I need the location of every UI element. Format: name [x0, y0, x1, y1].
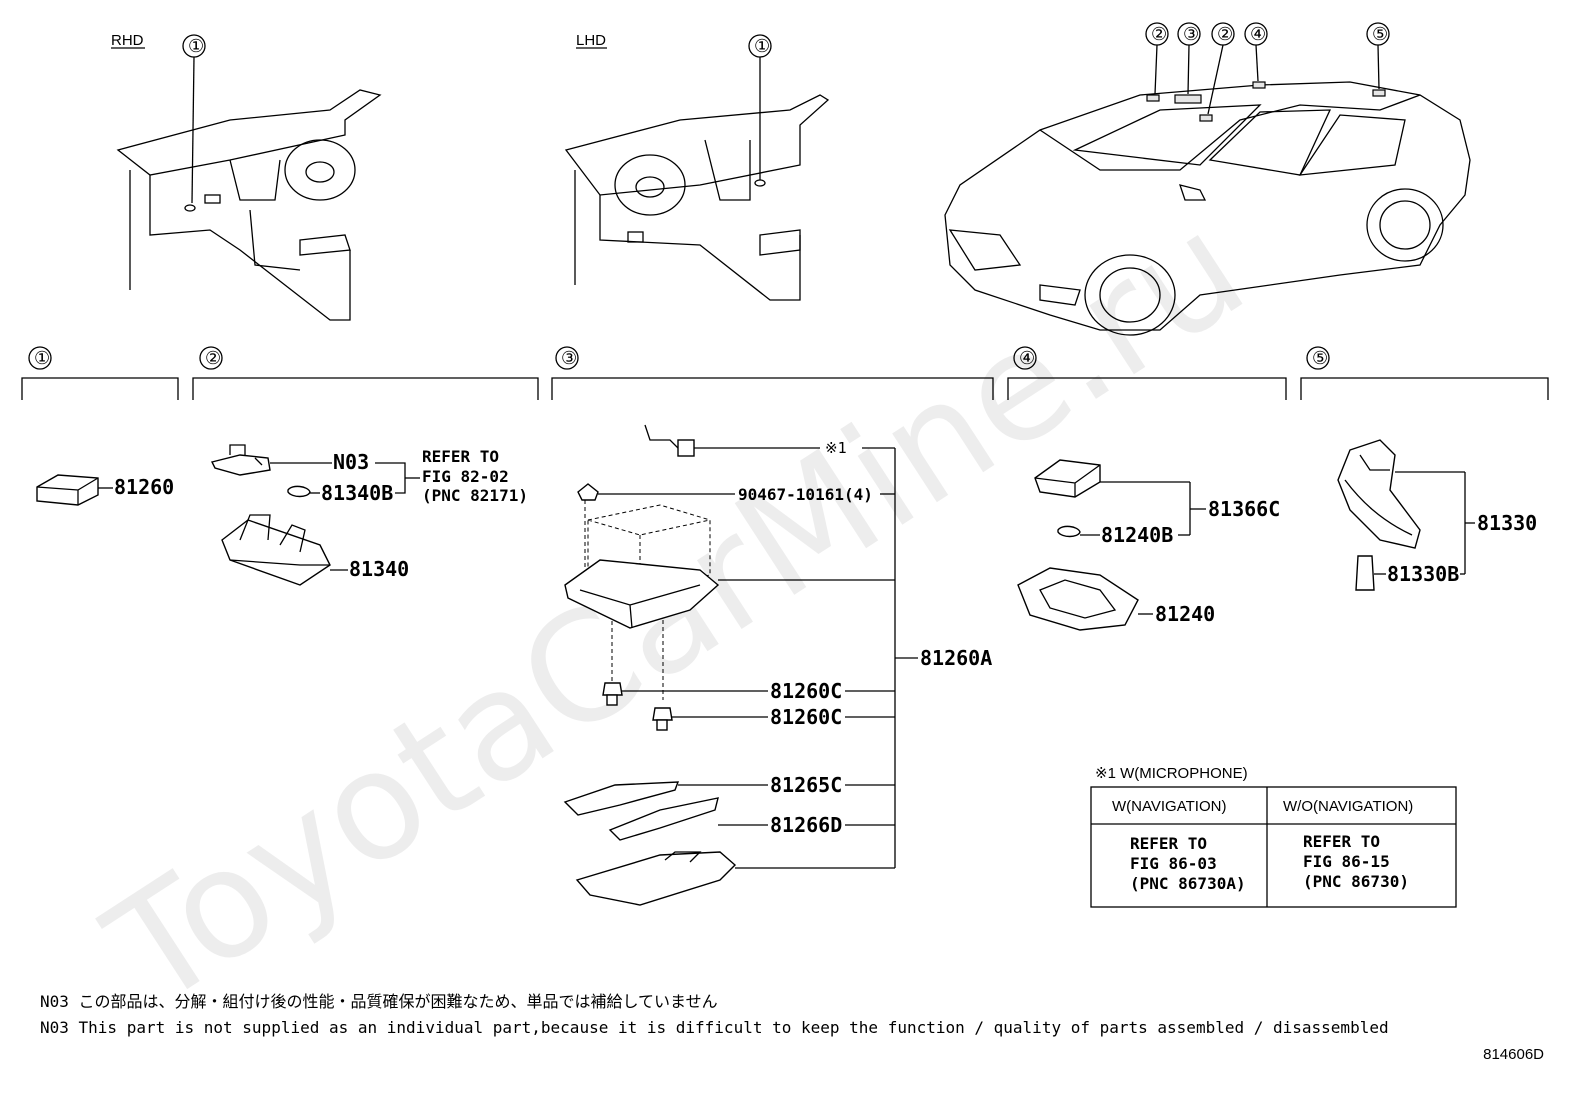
part-label-81260: 81260 — [114, 475, 174, 499]
part-label-81366C: 81366C — [1208, 497, 1280, 521]
note-english: N03 This part is not supplied as an indi… — [40, 1018, 1389, 1037]
part-label-n03: N03 — [333, 450, 369, 474]
section-5-marker: ⑤ — [1312, 348, 1328, 369]
car-callouts: ② ③ ② ④ ⑤ — [1145, 22, 1390, 115]
table-cell-without-nav-line-3: (PNC 86730) — [1303, 872, 1409, 891]
table-header-with-nav: W(NAVIGATION) — [1112, 798, 1226, 815]
part-label-81260A: 81260A — [920, 646, 992, 670]
part-label-81266D: 81266D — [770, 813, 842, 837]
refer-82-line-1: REFER TO — [422, 447, 499, 466]
table-cell-without-nav-line-2: FIG 86-15 — [1303, 852, 1390, 871]
table-header-without-nav: W/O(NAVIGATION) — [1283, 798, 1413, 815]
section-3-marker: ③ — [561, 348, 577, 369]
svg-text:②: ② — [1151, 24, 1167, 45]
part-label-81260C-2: 81260C — [770, 705, 842, 729]
part-label-mic-note: ※1 — [825, 439, 847, 457]
sedan-illustration — [944, 81, 1471, 336]
section-4-parts: 81240B 81366C 81240 — [1017, 459, 1280, 631]
callout-1-rhd: ① — [182, 34, 206, 204]
svg-text:①: ① — [188, 36, 204, 57]
refer-82-line-3: (PNC 82171) — [422, 486, 528, 505]
part-label-81260C-1: 81260C — [770, 679, 842, 703]
microphone-reference-table: ※1 W(MICROPHONE) W(NAVIGATION) W/O(NAVIG… — [1090, 765, 1457, 908]
svg-text:⑤: ⑤ — [1372, 24, 1388, 45]
callout-1-lhd: ① — [748, 34, 772, 180]
table-cell-with-nav-line-3: (PNC 86730A) — [1130, 874, 1246, 893]
lhd-dashboard-illustration: LHD — [564, 32, 830, 301]
section-5-parts: 81330B 81330 — [1337, 439, 1537, 591]
part-label-81240: 81240 — [1155, 602, 1215, 626]
svg-text:②: ② — [1217, 24, 1233, 45]
part-label-81340B: 81340B — [321, 481, 393, 505]
table-cell-with-nav-line-1: REFER TO — [1130, 834, 1207, 853]
section-brackets: ① ② ③ ④ ⑤ — [21, 346, 1549, 400]
part-label-90467: 90467-10161(4) — [738, 485, 873, 504]
refer-82-line-2: FIG 82-02 — [422, 467, 509, 486]
section-2-parts: N03 81340B REFER TO FIG 82-02 (PNC 82171… — [210, 444, 528, 586]
part-label-81340: 81340 — [349, 557, 409, 581]
note-japanese: N03 この部品は、分解・組付け後の性能・品質確保が困難なため、単品では補給して… — [40, 992, 718, 1011]
part-label-81330: 81330 — [1477, 511, 1537, 535]
table-cell-without-nav-line-1: REFER TO — [1303, 832, 1380, 851]
section-4-marker: ④ — [1019, 348, 1035, 369]
lhd-label: LHD — [576, 32, 606, 49]
rhd-dashboard-illustration: RHD — [111, 32, 382, 321]
svg-text:①: ① — [754, 36, 770, 57]
svg-text:④: ④ — [1250, 24, 1266, 45]
part-label-81265C: 81265C — [770, 773, 842, 797]
section-2-marker: ② — [205, 348, 221, 369]
svg-text:③: ③ — [1183, 24, 1199, 45]
diagram-code: 814606D — [1483, 1046, 1544, 1063]
part-label-81240B: 81240B — [1101, 523, 1173, 547]
rhd-label: RHD — [111, 32, 144, 49]
section-1-marker: ① — [34, 348, 50, 369]
section-3-parts: ※1 90467-10161(4) 81260C 81260C 81265C 8 — [563, 424, 992, 906]
part-label-81330B: 81330B — [1387, 562, 1459, 586]
table-caption: ※1 W(MICROPHONE) — [1095, 765, 1248, 782]
table-cell-with-nav-line-2: FIG 86-03 — [1130, 854, 1217, 873]
part-81260-group: 81260 — [36, 474, 174, 506]
